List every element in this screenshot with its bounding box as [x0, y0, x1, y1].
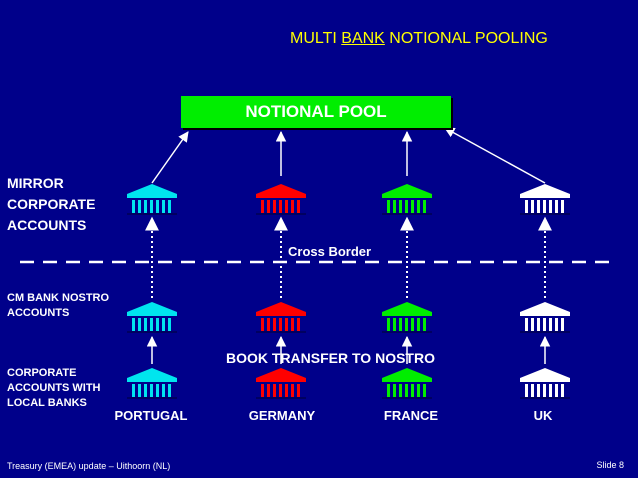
nostro-label-line: CM BANK NOSTRO — [7, 292, 110, 304]
bank-icon-local-germany — [256, 368, 306, 399]
bank-icon-mirror-portugal — [127, 184, 177, 215]
mirror-label-line: CORPORATE — [7, 196, 96, 212]
bank-icon-mirror-uk — [520, 184, 570, 215]
title-underlined: BANK — [341, 30, 385, 47]
bank-icon-local-portugal — [127, 368, 177, 399]
bank-icon-local-uk — [520, 368, 570, 399]
country-label-france: FRANCE — [383, 408, 439, 423]
bank-icon-mirror-france — [382, 184, 432, 215]
slide-number: Slide 8 — [596, 460, 624, 470]
arrow-portugal-to-pool — [151, 131, 189, 184]
bank-icon-mirror-germany — [256, 184, 306, 215]
notional-pool-box: NOTIONAL POOL — [181, 96, 451, 128]
local-accounts-label: CORPORATE ACCOUNTS WITH LOCAL BANKS — [7, 366, 137, 411]
book-transfer-label: BOOK TRANSFER TO NOSTRO — [226, 350, 435, 366]
local-label-line: LOCAL BANKS — [7, 397, 87, 409]
cross-border-label: Cross Border — [288, 244, 372, 259]
country-label-germany: GERMANY — [248, 408, 316, 423]
footer-text: Treasury (EMEA) update – Uithoorn (NL) — [7, 461, 171, 471]
notional-pool-label: NOTIONAL POOL — [245, 102, 387, 121]
slide-title: MULTI BANK NOTIONAL POOLING — [290, 30, 590, 48]
bank-icon-nostro-germany — [256, 302, 306, 333]
arrow-uk-to-pool — [444, 127, 546, 184]
country-label-uk: UK — [533, 408, 553, 423]
bank-icon-nostro-portugal — [127, 302, 177, 333]
mirror-label-line: MIRROR — [7, 175, 64, 191]
local-label-line: CORPORATE — [7, 367, 77, 379]
nostro-label-line: ACCOUNTS — [7, 307, 70, 319]
mirror-accounts-label: MIRROR CORPORATE ACCOUNTS — [7, 173, 117, 236]
title-prefix: MULTI — [290, 30, 342, 47]
local-label-line: ACCOUNTS WITH — [7, 382, 101, 394]
nostro-accounts-label: CM BANK NOSTRO ACCOUNTS — [7, 291, 137, 321]
bank-icon-nostro-uk — [520, 302, 570, 333]
title-suffix: NOTIONAL POOLING — [384, 30, 548, 47]
country-label-portugal: PORTUGAL — [114, 408, 188, 423]
bank-icon-local-france — [382, 368, 432, 399]
mirror-label-line: ACCOUNTS — [7, 217, 87, 233]
bank-icon-nostro-france — [382, 302, 432, 333]
